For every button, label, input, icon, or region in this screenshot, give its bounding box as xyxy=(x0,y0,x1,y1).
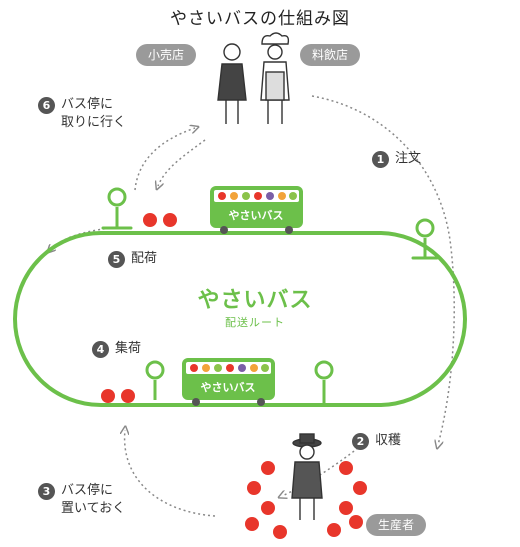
step-5: 5 配荷 xyxy=(108,250,157,268)
bus-stop-icon xyxy=(101,187,133,230)
step-number: 2 xyxy=(352,433,369,450)
chef-icon xyxy=(260,32,290,124)
restaurant-label: 料飲店 xyxy=(300,44,361,66)
step-text: 集荷 xyxy=(115,341,142,356)
tomato-icon xyxy=(101,213,177,403)
bus-stop-icon xyxy=(411,218,439,260)
bus-icon: やさいバス xyxy=(210,186,303,234)
step-text: バス停に 置いておく xyxy=(61,483,126,516)
step-text: 配荷 xyxy=(131,251,158,266)
diagram-title: やさいバスの仕組み図 xyxy=(170,9,350,29)
bus-stop-icon xyxy=(145,360,165,400)
bus-label: やさいバス xyxy=(201,381,256,394)
step-number: 6 xyxy=(38,97,55,114)
step-3: 3 バス停に 置いておく xyxy=(38,482,125,518)
arrow-order xyxy=(311,95,455,445)
step-number: 5 xyxy=(108,251,125,268)
step-number: 3 xyxy=(38,483,55,500)
step-text: バス停に 取りに行く xyxy=(61,97,127,130)
bus-label: やさいバス xyxy=(229,209,284,222)
step-number: 4 xyxy=(92,341,109,358)
delivery-route-loop xyxy=(13,231,467,407)
retailer-label: 小売店 xyxy=(136,44,197,66)
step-text: 収穫 xyxy=(375,433,402,448)
step-text: 注文 xyxy=(395,151,422,166)
step-6: 6 バス停に 取りに行く xyxy=(38,96,126,132)
farmer-icon xyxy=(291,433,323,520)
retailer-staff-icon xyxy=(217,43,247,124)
route-label: 配送ルート xyxy=(225,316,285,329)
step-number: 1 xyxy=(372,151,389,168)
arrow-pickup-return xyxy=(158,139,206,186)
tomato-icon xyxy=(245,461,367,539)
arrow-drop-off xyxy=(125,430,216,517)
bus-stop-icon xyxy=(314,360,334,405)
arrow-pickup xyxy=(134,128,195,191)
step-4: 4 集荷 xyxy=(92,340,141,358)
step-1: 1 注文 xyxy=(372,150,421,168)
bus-icon: やさいバス xyxy=(182,358,275,406)
step-2: 2 収穫 xyxy=(352,432,401,450)
route-name: やさいバス xyxy=(197,288,313,313)
producer-label: 生産者 xyxy=(366,514,427,536)
